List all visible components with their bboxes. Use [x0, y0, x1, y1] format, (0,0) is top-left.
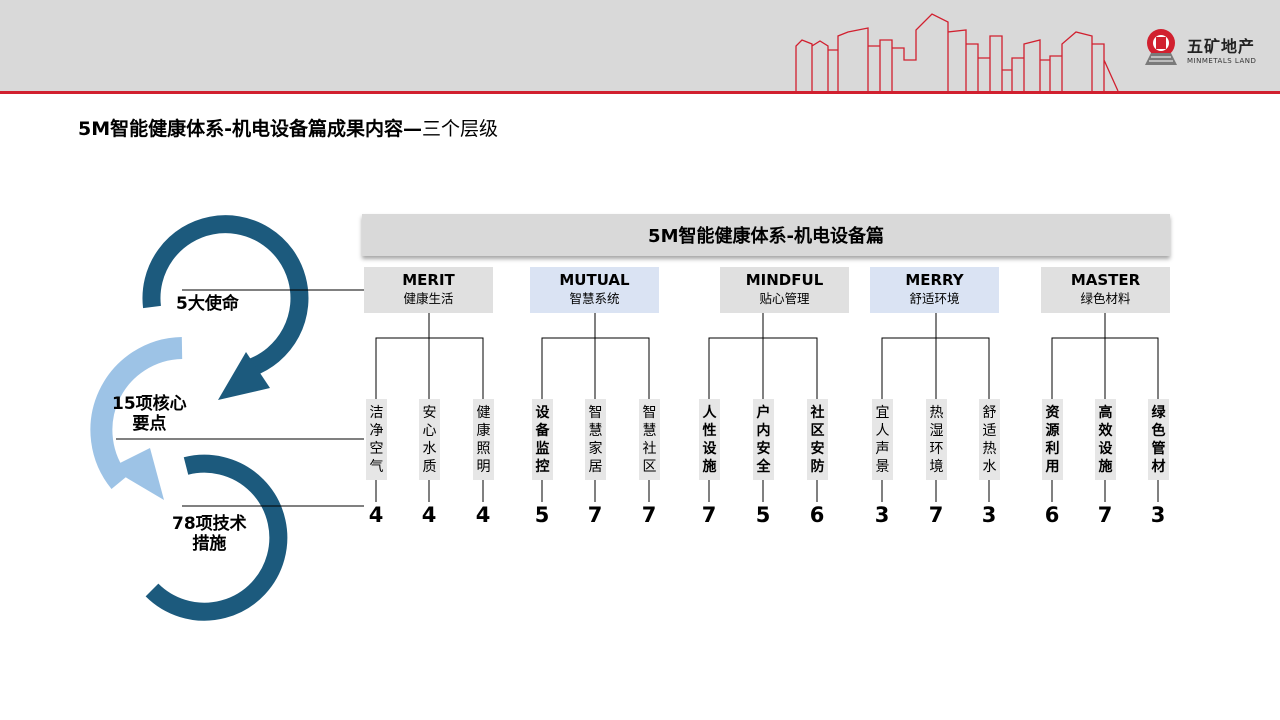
header-band	[0, 0, 1280, 91]
page-title-bold: 5M智能健康体系-机电设备篇成果内容—	[78, 118, 423, 140]
measure-count: 7	[701, 503, 717, 527]
minmetals-emblem-icon	[1145, 29, 1177, 65]
core-point-item: 设备监控	[532, 399, 553, 480]
measure-count: 7	[1097, 503, 1113, 527]
category-merry: MERRY 舒适环境	[870, 267, 999, 313]
category-en-label: MUTUAL	[559, 271, 630, 289]
measure-count: 3	[1150, 503, 1166, 527]
category-merit: MERIT 健康生活	[364, 267, 493, 313]
level-label-key-points: 15项核心 要点	[112, 394, 187, 434]
category-mutual: MUTUAL 智慧系统	[530, 267, 659, 313]
item-count-ticks	[375, 480, 1159, 502]
level-label-key-points-line1: 15项核心	[112, 394, 187, 414]
measure-count: 7	[641, 503, 657, 527]
category-en-label: MERRY	[905, 271, 964, 289]
measure-count: 6	[809, 503, 825, 527]
level-label-measures-line2: 措施	[192, 534, 227, 554]
level-label-key-points-line2: 要点	[132, 414, 167, 434]
core-point-item: 健康照明	[473, 399, 494, 480]
measure-count: 4	[368, 503, 384, 527]
ring-bottom	[145, 454, 288, 621]
core-point-item: 智慧家居	[585, 399, 606, 480]
ring-middle	[90, 337, 183, 489]
category-cn-label: 健康生活	[403, 291, 454, 306]
category-mindful: MINDFUL 贴心管理	[720, 267, 849, 313]
core-point-item: 宜人声景	[872, 399, 893, 480]
ring-middle-arrowhead	[110, 448, 164, 500]
logo-chinese-name: 五矿地产	[1187, 37, 1256, 56]
page-title-suffix: 三个层级	[422, 118, 499, 140]
category-master: MASTER 绿色材料	[1041, 267, 1170, 313]
measure-count: 7	[928, 503, 944, 527]
city-skyline-icon	[795, 13, 1119, 92]
core-point-item: 资源利用	[1042, 399, 1063, 480]
level-label-measures-line1: 78项技术	[172, 514, 247, 534]
core-point-item: 洁净空气	[366, 399, 387, 480]
level-label-measures: 78项技术 措施	[172, 514, 247, 554]
category-en-label: MASTER	[1070, 271, 1141, 289]
core-point-item: 人性设施	[699, 399, 720, 480]
ring-top	[142, 215, 309, 377]
category-cn-label: 舒适环境	[909, 291, 960, 306]
measure-count: 4	[421, 503, 437, 527]
core-point-item: 智慧社区	[639, 399, 660, 480]
measure-count: 7	[587, 503, 603, 527]
core-point-item: 绿色管材	[1148, 399, 1169, 480]
diagram-banner: 5M智能健康体系-机电设备篇	[362, 214, 1170, 256]
company-logo: 五矿地产 MINMETALS LAND	[1141, 27, 1280, 71]
core-point-item: 高效设施	[1095, 399, 1116, 480]
measure-count: 3	[874, 503, 890, 527]
logo-english-name: MINMETALS LAND	[1187, 57, 1257, 65]
measure-count: 6	[1044, 503, 1060, 527]
ring-top-arrowhead	[218, 352, 270, 400]
core-point-item: 热湿环境	[926, 399, 947, 480]
category-cn-label: 绿色材料	[1080, 291, 1131, 306]
measure-count: 5	[534, 503, 550, 527]
measure-count: 5	[755, 503, 771, 527]
core-point-item: 社区安防	[807, 399, 828, 480]
page-title: 5M智能健康体系-机电设备篇成果内容—三个层级	[78, 114, 498, 141]
core-point-item: 舒适热水	[979, 399, 1000, 480]
category-cn-label: 贴心管理	[759, 291, 810, 306]
header-accent-line	[0, 91, 1280, 94]
level-label-missions: 5大使命	[176, 294, 239, 314]
measure-count: 4	[475, 503, 491, 527]
category-cn-label: 智慧系统	[569, 291, 620, 306]
core-point-item: 安心水质	[419, 399, 440, 480]
core-point-item: 户内安全	[753, 399, 774, 480]
category-en-label: MINDFUL	[745, 271, 824, 289]
measure-count: 3	[981, 503, 997, 527]
category-en-label: MERIT	[402, 271, 455, 289]
